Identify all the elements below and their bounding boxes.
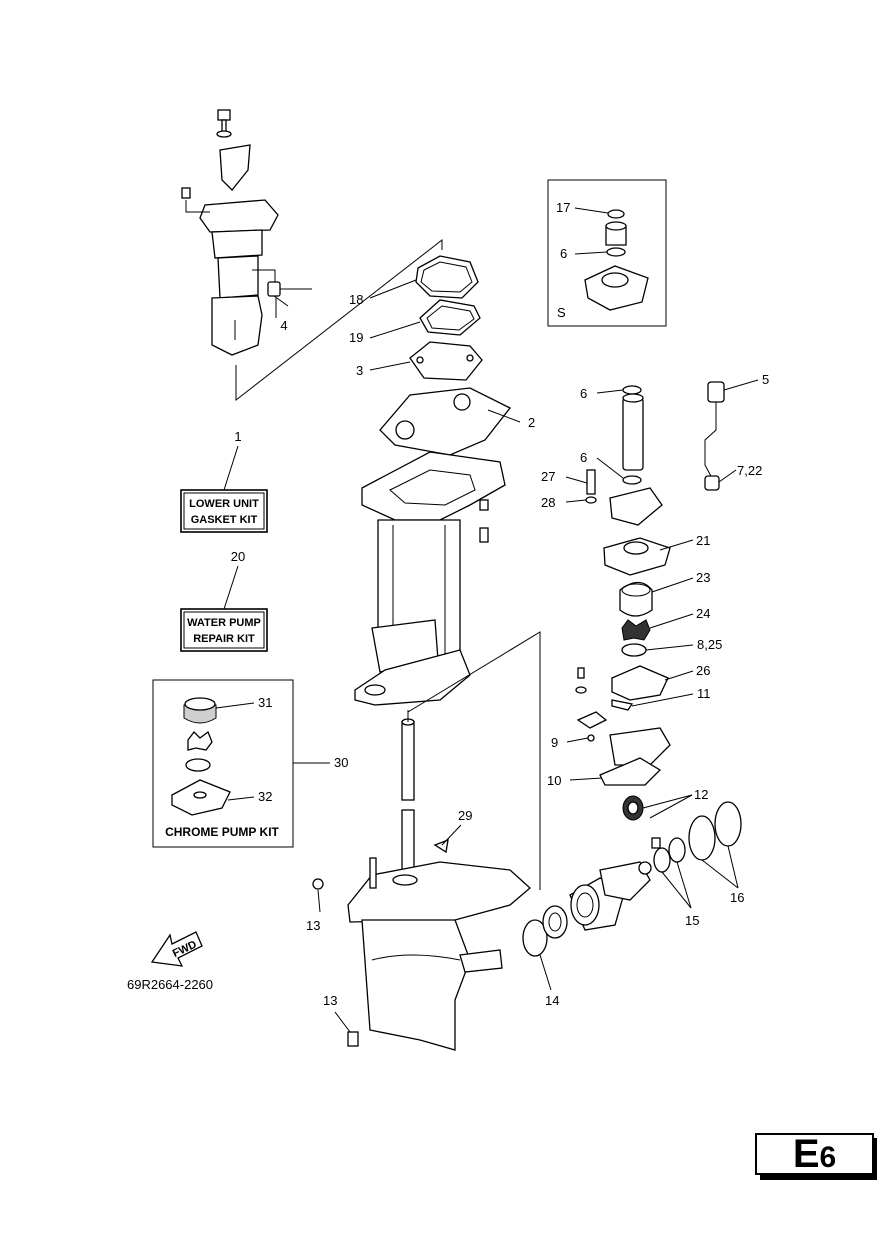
svg-text:REPAIR KIT: REPAIR KIT <box>193 633 255 645</box>
propeller-shaft-parts <box>522 801 742 957</box>
callout-13-lower: 13 <box>323 993 337 1008</box>
drive-shaft-housing <box>354 451 506 706</box>
inset-box <box>547 179 667 327</box>
callout-26: 26 <box>696 663 710 678</box>
callout-14: 14 <box>545 993 559 1008</box>
callout-9: 9 <box>551 735 558 750</box>
callout-28: 28 <box>541 495 555 510</box>
svg-text:FWD: FWD <box>171 939 199 960</box>
callout-6-lower: 6 <box>580 450 587 465</box>
callout-31: 31 <box>258 695 272 710</box>
callout-6-upper: 6 <box>580 386 587 401</box>
svg-text:WATER PUMP: WATER PUMP <box>187 617 261 629</box>
callout-27: 27 <box>541 469 555 484</box>
callout-numbers: 1 2 3 4 5 6 6 6 7,22 8,25 9 10 11 12 13 … <box>231 200 769 1008</box>
svg-text:LOWER UNIT: LOWER UNIT <box>189 498 259 510</box>
callout-29: 29 <box>458 808 472 823</box>
page-id-number: 6 <box>819 1141 837 1174</box>
callout-13-upper: 13 <box>306 918 320 933</box>
page-id-letter: E <box>792 1132 820 1176</box>
svg-text:GASKET KIT: GASKET KIT <box>191 514 258 526</box>
callout-8-25: 8,25 <box>697 637 722 652</box>
water-pump-repair-kit-label: WATER PUMP REPAIR KIT <box>180 608 268 652</box>
callout-15: 15 <box>685 913 699 928</box>
gasket-stack <box>379 255 512 456</box>
callout-4: 4 <box>280 318 287 333</box>
fwd-arrow-icon: FWD <box>150 931 203 967</box>
callout-23: 23 <box>696 570 710 585</box>
drawing-number: 69R2664-2260 <box>127 977 213 992</box>
callout-16: 16 <box>730 890 744 905</box>
callout-7-22: 7,22 <box>737 463 762 478</box>
callout-20: 20 <box>231 549 245 564</box>
page-id-box: E6 <box>755 1133 874 1175</box>
callout-12: 12 <box>694 787 708 802</box>
water-pump-stack <box>575 381 725 821</box>
callout-17: 17 <box>556 200 570 215</box>
drive-shaft <box>401 710 415 881</box>
inset-label: S <box>557 305 566 320</box>
callout-21: 21 <box>696 533 710 548</box>
chrome-pump-kit-label: CHROME PUMP KIT <box>165 825 279 839</box>
callout-30: 30 <box>334 755 348 770</box>
lower-casing <box>312 838 531 1051</box>
callout-6-inset: 6 <box>560 246 567 261</box>
callout-32: 32 <box>258 789 272 804</box>
lower-unit-gasket-kit-label: LOWER UNIT GASKET KIT <box>180 489 268 533</box>
callout-24: 24 <box>696 606 710 621</box>
callout-18: 18 <box>349 292 363 307</box>
leader-lines <box>215 207 759 1033</box>
callout-19: 19 <box>349 330 363 345</box>
callout-1: 1 <box>234 429 241 444</box>
upper-casing-assembly <box>181 109 312 356</box>
callout-3: 3 <box>356 363 363 378</box>
callout-5: 5 <box>762 372 769 387</box>
callout-11: 11 <box>697 686 711 701</box>
callout-2: 2 <box>528 415 535 430</box>
chrome-pump-kit-box <box>152 679 294 848</box>
callout-10: 10 <box>547 773 561 788</box>
